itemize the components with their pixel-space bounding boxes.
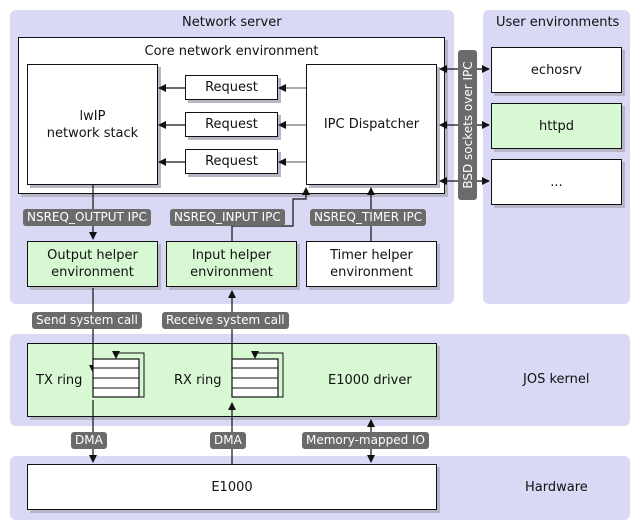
- input-helper-to-dispatcher: [231, 187, 310, 241]
- input-helper-environment: Input helper environment: [166, 241, 297, 287]
- nsreq-timer-ipc-label: NSREQ_TIMER IPC: [310, 209, 427, 226]
- rx-ring-label: RX ring: [174, 373, 222, 388]
- user-env-httpd: httpd: [491, 103, 622, 149]
- rx-ring-icon: [231, 351, 284, 398]
- hardware-title: Hardware: [525, 480, 588, 495]
- e1000-driver-label: E1000 driver: [328, 373, 412, 388]
- dma-rx-label: DMA: [210, 432, 246, 449]
- timer-helper-environment: Timer helper environment: [306, 241, 437, 287]
- tx-ring-icon: [92, 351, 145, 398]
- request-box-1: Request: [185, 75, 278, 100]
- user-env-more: ...: [491, 159, 622, 205]
- bsd-sockets-label: BSD sockets over IPC: [458, 50, 477, 200]
- memory-mapped-io-label: Memory-mapped IO: [302, 432, 429, 449]
- request-box-2: Request: [185, 112, 278, 137]
- nsreq-input-ipc-label: NSREQ_INPUT IPC: [170, 209, 285, 226]
- output-helper-environment: Output helper environment: [27, 241, 158, 287]
- tx-ring-label: TX ring: [36, 373, 83, 388]
- user-environments-title: User environments: [496, 15, 620, 30]
- receive-system-call-label: Receive system call: [162, 312, 289, 329]
- user-env-echosrv: echosrv: [491, 47, 622, 93]
- send-system-call-label: Send system call: [32, 312, 142, 329]
- e1000-hardware-box: E1000: [27, 464, 437, 510]
- dma-tx-label: DMA: [71, 432, 107, 449]
- network-server-title: Network server: [182, 15, 282, 30]
- core-network-title: Core network environment: [144, 44, 319, 59]
- ipc-dispatcher: IPC Dispatcher: [306, 64, 437, 185]
- nsreq-output-ipc-label: NSREQ_OUTPUT IPC: [23, 209, 151, 226]
- jos-kernel-title: JOS kernel: [523, 372, 590, 387]
- lwip-network-stack: lwIP network stack: [27, 64, 158, 185]
- request-box-3: Request: [185, 149, 278, 174]
